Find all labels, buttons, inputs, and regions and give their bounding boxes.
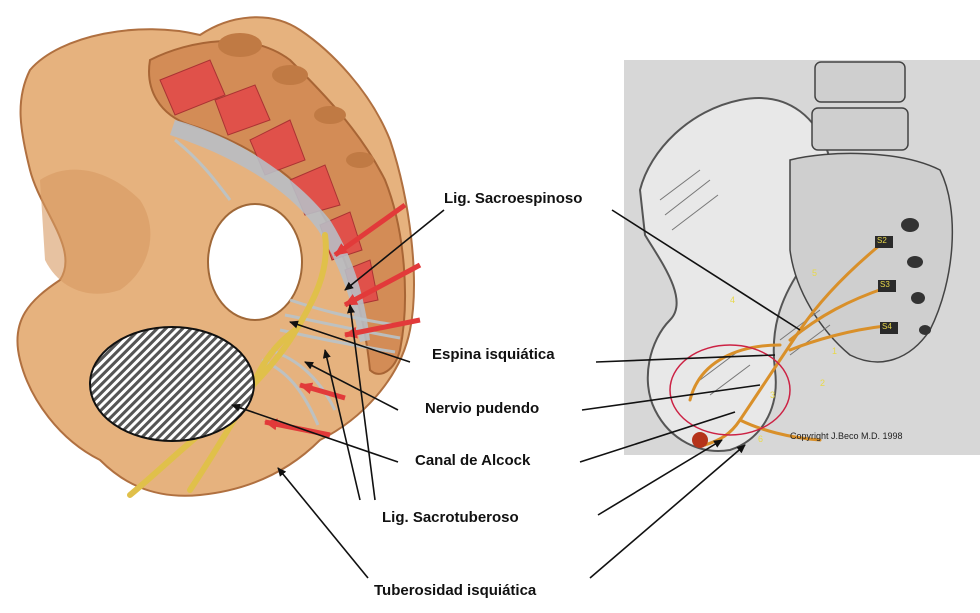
right-sketch-illustration	[624, 60, 980, 455]
left-pelvis-illustration	[17, 17, 420, 496]
ischial-tuberosity-marker	[692, 432, 708, 448]
marker-2: 2	[820, 378, 825, 388]
marker-s2: S2	[877, 236, 887, 245]
obturator-foramen	[208, 204, 302, 320]
hatched-region	[90, 327, 254, 441]
copyright-text: Copyright J.Beco M.D. 1998	[790, 431, 903, 441]
leader-tuberosidad-right	[590, 445, 745, 578]
marker-1: 1	[832, 346, 837, 356]
label-lig-sacrotuberoso: Lig. Sacrotuberoso	[382, 509, 519, 526]
label-tuberosidad-isquiatica: Tuberosidad isquiática	[374, 582, 536, 599]
marker-s3: S3	[880, 280, 890, 289]
label-espina-isquiatica: Espina isquiática	[432, 346, 555, 363]
marker-4: 4	[730, 295, 735, 305]
marker-3: 3	[770, 390, 775, 400]
marker-s4: S4	[882, 322, 892, 331]
leader-tuberosidad-left	[278, 468, 368, 578]
label-canal-de-alcock: Canal de Alcock	[415, 452, 530, 469]
label-nervio-pudendo: Nervio pudendo	[425, 400, 539, 417]
marker-6: 6	[758, 434, 763, 444]
label-lig-sacroespinoso: Lig. Sacroespinoso	[444, 190, 582, 207]
marker-5: 5	[812, 268, 817, 278]
